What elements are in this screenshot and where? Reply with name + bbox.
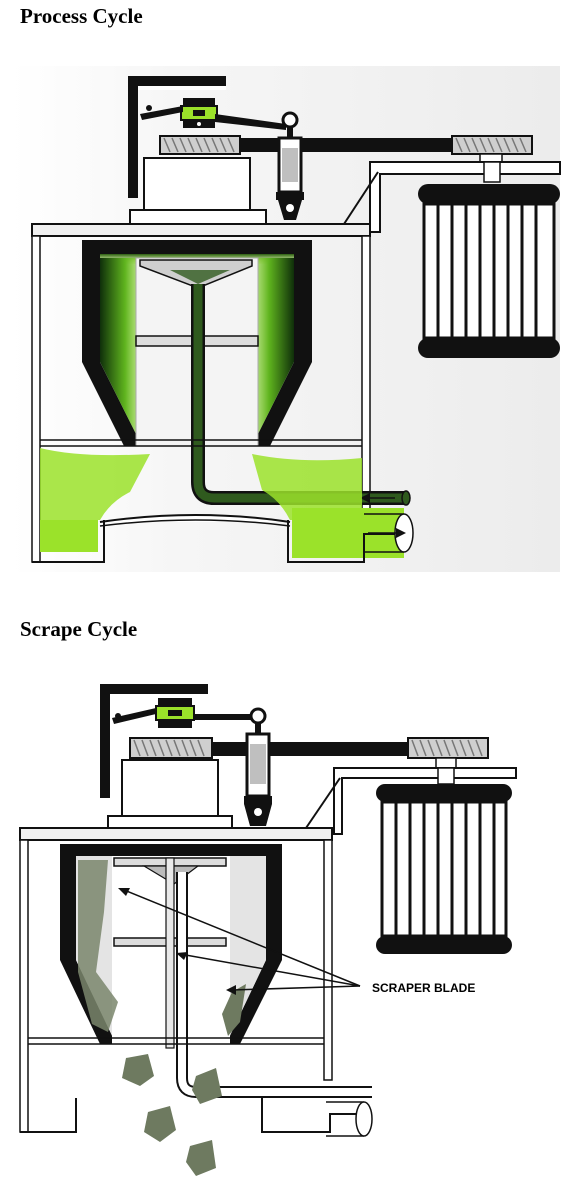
electric-motor bbox=[418, 161, 560, 358]
liquor-spray-right bbox=[252, 454, 362, 520]
frame-top-plate bbox=[19, 827, 333, 841]
housing-base bbox=[129, 209, 267, 225]
scraper-shaft bbox=[165, 857, 175, 1049]
drive-belt bbox=[240, 138, 452, 152]
liquor-pool-left bbox=[40, 520, 98, 552]
scrape-cycle-title: Scrape Cycle bbox=[20, 617, 138, 641]
solids-cake-left bbox=[78, 860, 118, 1032]
process-cycle-diagram bbox=[12, 66, 561, 572]
feed-pipe bbox=[193, 284, 408, 503]
falling-solids bbox=[122, 1054, 222, 1176]
motor-bracket bbox=[128, 76, 226, 198]
scraper-blade-callout: SCRAPER BLADE bbox=[118, 888, 475, 995]
scrape-cycle-diagram: SCRAPER BLADE bbox=[19, 684, 517, 1176]
belt-arm-right bbox=[215, 114, 286, 130]
scraper-blade-label: SCRAPER BLADE bbox=[372, 981, 475, 995]
discharge-pipe bbox=[364, 513, 414, 553]
motor-support-arm bbox=[305, 767, 517, 835]
drive-coupling bbox=[155, 698, 195, 728]
solids-cake-right bbox=[222, 984, 246, 1036]
bearing-housing bbox=[121, 759, 219, 817]
basket-bottom bbox=[99, 514, 291, 523]
drive-belt bbox=[212, 742, 408, 756]
bearing-housing bbox=[143, 157, 251, 211]
discharge-pipe bbox=[326, 1101, 364, 1137]
liquor-spray-left bbox=[40, 448, 150, 520]
hydraulic-cylinder bbox=[244, 707, 272, 826]
motor-support-arm bbox=[343, 161, 561, 233]
belt-arm-left bbox=[140, 106, 183, 120]
scraper-assembly bbox=[113, 857, 227, 1049]
housing-base bbox=[107, 815, 233, 829]
electric-motor bbox=[376, 767, 512, 954]
hydraulic-cylinder bbox=[276, 111, 304, 220]
drive-coupling bbox=[180, 98, 218, 128]
process-cycle-title: Process Cycle bbox=[20, 4, 143, 28]
frame-top-plate bbox=[31, 223, 371, 237]
